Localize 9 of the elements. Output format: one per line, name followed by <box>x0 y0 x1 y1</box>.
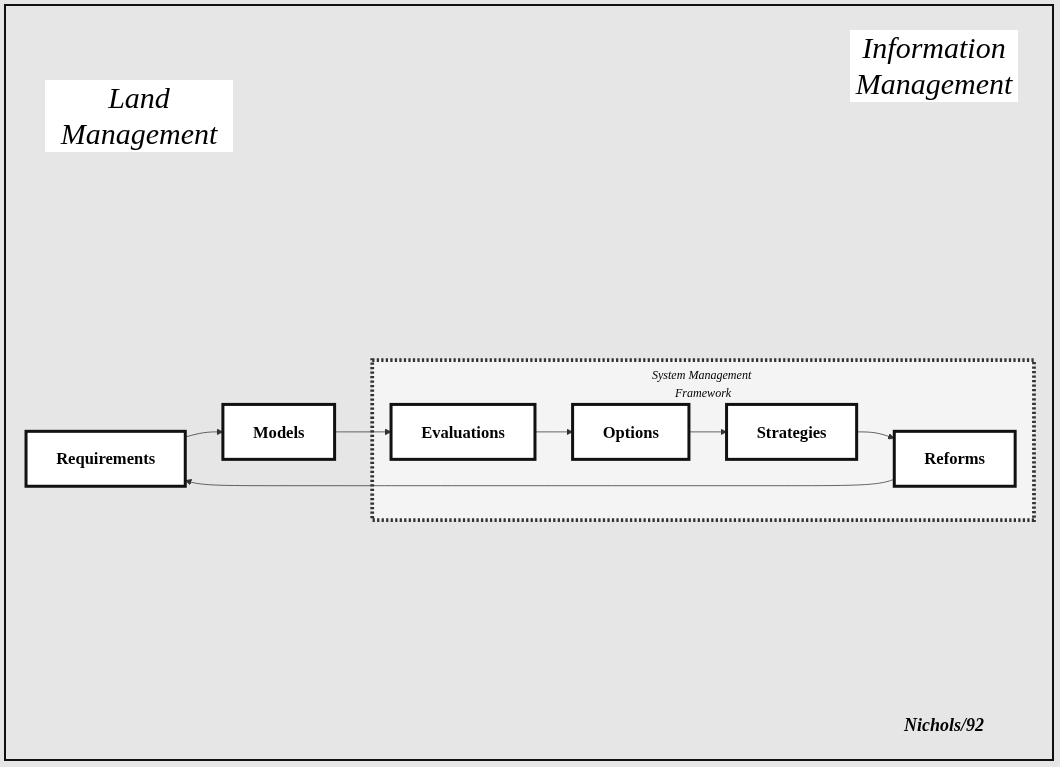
domain-label: Information Management <box>850 30 1018 102</box>
author-credit: Nichols/92 <box>903 715 985 737</box>
node-box: Options <box>571 402 691 461</box>
node-box: Reforms <box>892 429 1017 488</box>
node-box: Models <box>221 402 337 461</box>
node-box: Strategies <box>725 402 859 461</box>
node-box: Evaluations <box>389 402 537 461</box>
node-box: Requirements <box>24 429 187 488</box>
domain-label: Land Management <box>45 80 233 152</box>
